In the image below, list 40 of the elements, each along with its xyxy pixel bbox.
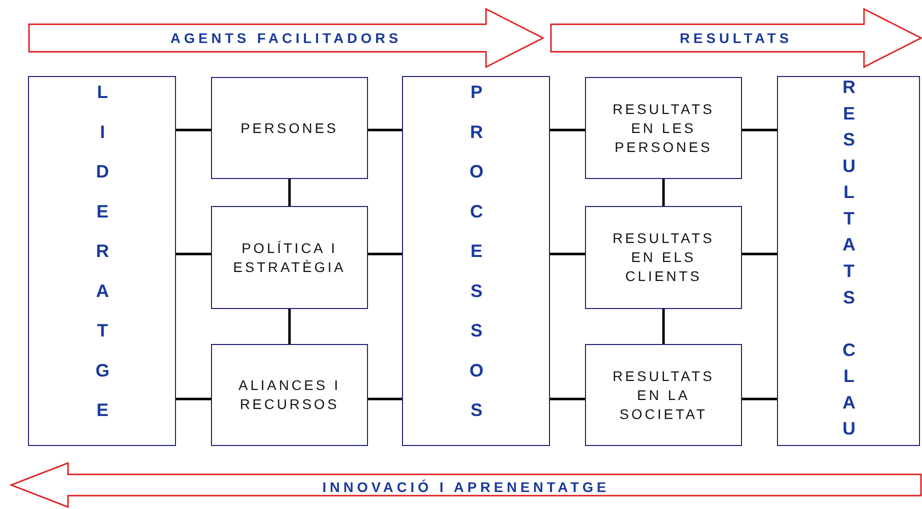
connector-line — [550, 128, 585, 132]
connector-line — [662, 179, 665, 206]
criterion-box — [585, 344, 742, 446]
connector-line — [550, 252, 585, 256]
vertical-label: RESULTATS CLAU — [838, 77, 859, 445]
arrow-label: INNOVACIÓ I APRENENTATGE — [322, 479, 610, 495]
connector-line — [742, 128, 777, 132]
connector-line — [176, 398, 211, 400]
box-label: RESULTATS EN LA SOCIETAT — [612, 366, 716, 424]
arrow-label: RESULTATS — [680, 30, 792, 46]
connector-line — [288, 179, 291, 206]
box-label: RESULTATS EN LES PERSONES — [612, 100, 716, 156]
connector-line — [742, 252, 777, 256]
vertical-label: LIDERATGE — [92, 82, 112, 440]
criterion-box — [211, 344, 368, 446]
criterion-box — [585, 77, 742, 179]
tall-box — [402, 76, 550, 446]
criterion-box — [211, 206, 368, 309]
connector-line — [368, 252, 402, 256]
box-label: POLÍTICA I ESTRATÈGIA — [232, 238, 347, 276]
connector-line — [550, 398, 585, 400]
arrow-label: AGENTS FACILITADORS — [170, 30, 402, 46]
connector-line — [176, 128, 211, 132]
box-label: ALIANCES I RECURSOS — [237, 376, 342, 414]
criterion-box — [211, 77, 368, 179]
connector-line — [288, 309, 291, 344]
vertical-label: PROCESSOS — [466, 82, 486, 440]
connector-line — [368, 398, 402, 400]
heading-banner — [550, 8, 922, 68]
connector-line — [742, 398, 777, 400]
connector-line — [662, 309, 665, 344]
criterion-box — [585, 206, 742, 309]
connector-line — [176, 252, 211, 256]
heading-banner — [10, 462, 922, 508]
box-label: RESULTATS EN ELS CLIENTS — [612, 229, 716, 286]
connector-line — [368, 128, 402, 132]
tall-box — [777, 76, 920, 446]
heading-banner — [28, 8, 544, 68]
tall-box — [28, 76, 176, 446]
box-label: PERSONES — [240, 118, 340, 138]
